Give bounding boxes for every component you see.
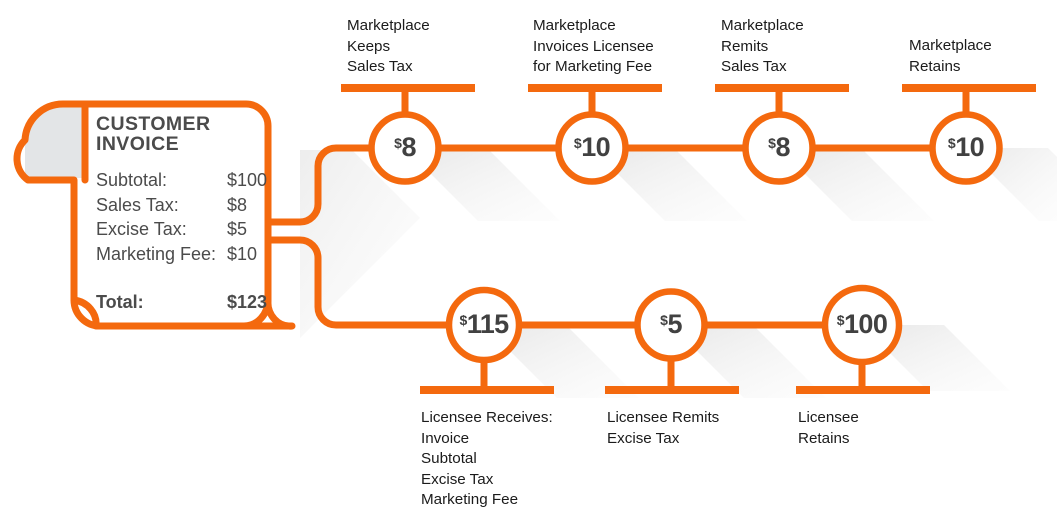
node-circle-marketplace-remits-sales-tax xyxy=(742,111,816,185)
bottom-row-node-circles xyxy=(445,284,903,366)
node-circle-licensee-retains xyxy=(821,284,903,366)
currency-symbol: $ xyxy=(768,135,776,151)
amount-value: 115 xyxy=(466,309,509,339)
currency-symbol: $ xyxy=(947,135,956,151)
node-amount-marketplace-invoices-licensee-marketing-fee: $10 xyxy=(557,134,627,161)
invoice-row-label: Excise Tax: xyxy=(96,219,187,239)
invoice-row-label: Subtotal: xyxy=(96,170,168,190)
node-amount-marketplace-retains: $10 xyxy=(931,134,1001,161)
invoice-total-value: $123 xyxy=(227,292,268,312)
node-amount-licensee-retains: $100 xyxy=(827,311,897,338)
invoice-row-sales-tax: Sales Tax: $8 xyxy=(96,193,286,218)
node-caption-marketplace-keeps-sales-tax: Marketplace Keeps Sales Tax xyxy=(347,17,430,75)
node-circle-marketplace-invoices-licensee-marketing-fee xyxy=(555,111,629,185)
invoice-title: CUSTOMER INVOICE xyxy=(96,113,211,155)
customer-invoice-shape xyxy=(13,100,296,330)
node-amount-marketplace-keeps-sales-tax: $8 xyxy=(370,134,440,161)
invoice-row-label: Marketing Fee: xyxy=(96,243,217,264)
top-row-node-circles xyxy=(368,111,1003,185)
node-caption-licensee-retains: Licensee Retains xyxy=(798,409,859,447)
invoice-row-value: $100 xyxy=(227,170,268,190)
invoice-row-value: $8 xyxy=(227,194,248,215)
currency-symbol: $ xyxy=(394,135,402,151)
amount-value: 8 xyxy=(775,132,790,162)
node-circle-licensee-receives xyxy=(445,286,523,364)
node-caption-licensee-receives: Licensee Receives: Invoice Subtotal Exci… xyxy=(421,409,553,508)
node-caption-licensee-remits-excise-tax: Licensee Remits Excise Tax xyxy=(607,409,720,447)
top-row-caption-bars xyxy=(341,84,1036,115)
amount-value: 5 xyxy=(667,309,682,339)
invoice-row-total: Total: $123 xyxy=(96,290,286,315)
node-amount-licensee-remits-excise-tax: $5 xyxy=(636,311,706,338)
node-caption-marketplace-invoices-licensee-marketing-fee: Marketplace Invoices Licensee for Market… xyxy=(533,17,654,75)
amount-value: 100 xyxy=(844,309,888,339)
currency-symbol: $ xyxy=(836,312,845,328)
invoice-line-items: Subtotal: $100 Sales Tax: $8 Excise Tax:… xyxy=(96,168,286,315)
invoice-row-excise-tax: Excise Tax: $5 xyxy=(96,217,286,242)
currency-symbol: $ xyxy=(660,312,668,328)
invoice-branch-connector xyxy=(266,144,456,329)
invoice-row-value: $10 xyxy=(227,243,258,264)
amount-value: 10 xyxy=(955,132,985,162)
currency-symbol: $ xyxy=(459,312,467,328)
currency-symbol: $ xyxy=(573,135,582,151)
node-caption-marketplace-retains: Marketplace Retains xyxy=(909,37,992,75)
amount-value: 10 xyxy=(581,132,611,162)
node-circle-marketplace-retains xyxy=(929,111,1003,185)
drop-shadows xyxy=(300,148,1057,398)
invoice-total-label: Total: xyxy=(96,292,144,312)
amount-value: 8 xyxy=(401,132,416,162)
invoice-row-marketing-fee: Marketing Fee: $10 xyxy=(96,242,286,267)
node-amount-licensee-receives: $115 xyxy=(449,311,519,338)
invoice-row-subtotal: Subtotal: $100 xyxy=(96,168,286,193)
node-circle-licensee-remits-excise-tax xyxy=(634,288,708,362)
invoice-row-value: $5 xyxy=(227,219,248,239)
node-caption-marketplace-remits-sales-tax: Marketplace Remits Sales Tax xyxy=(721,17,804,75)
node-amount-marketplace-remits-sales-tax: $8 xyxy=(744,134,814,161)
invoice-row-label: Sales Tax: xyxy=(96,194,179,215)
node-circle-marketplace-keeps-sales-tax xyxy=(368,111,442,185)
